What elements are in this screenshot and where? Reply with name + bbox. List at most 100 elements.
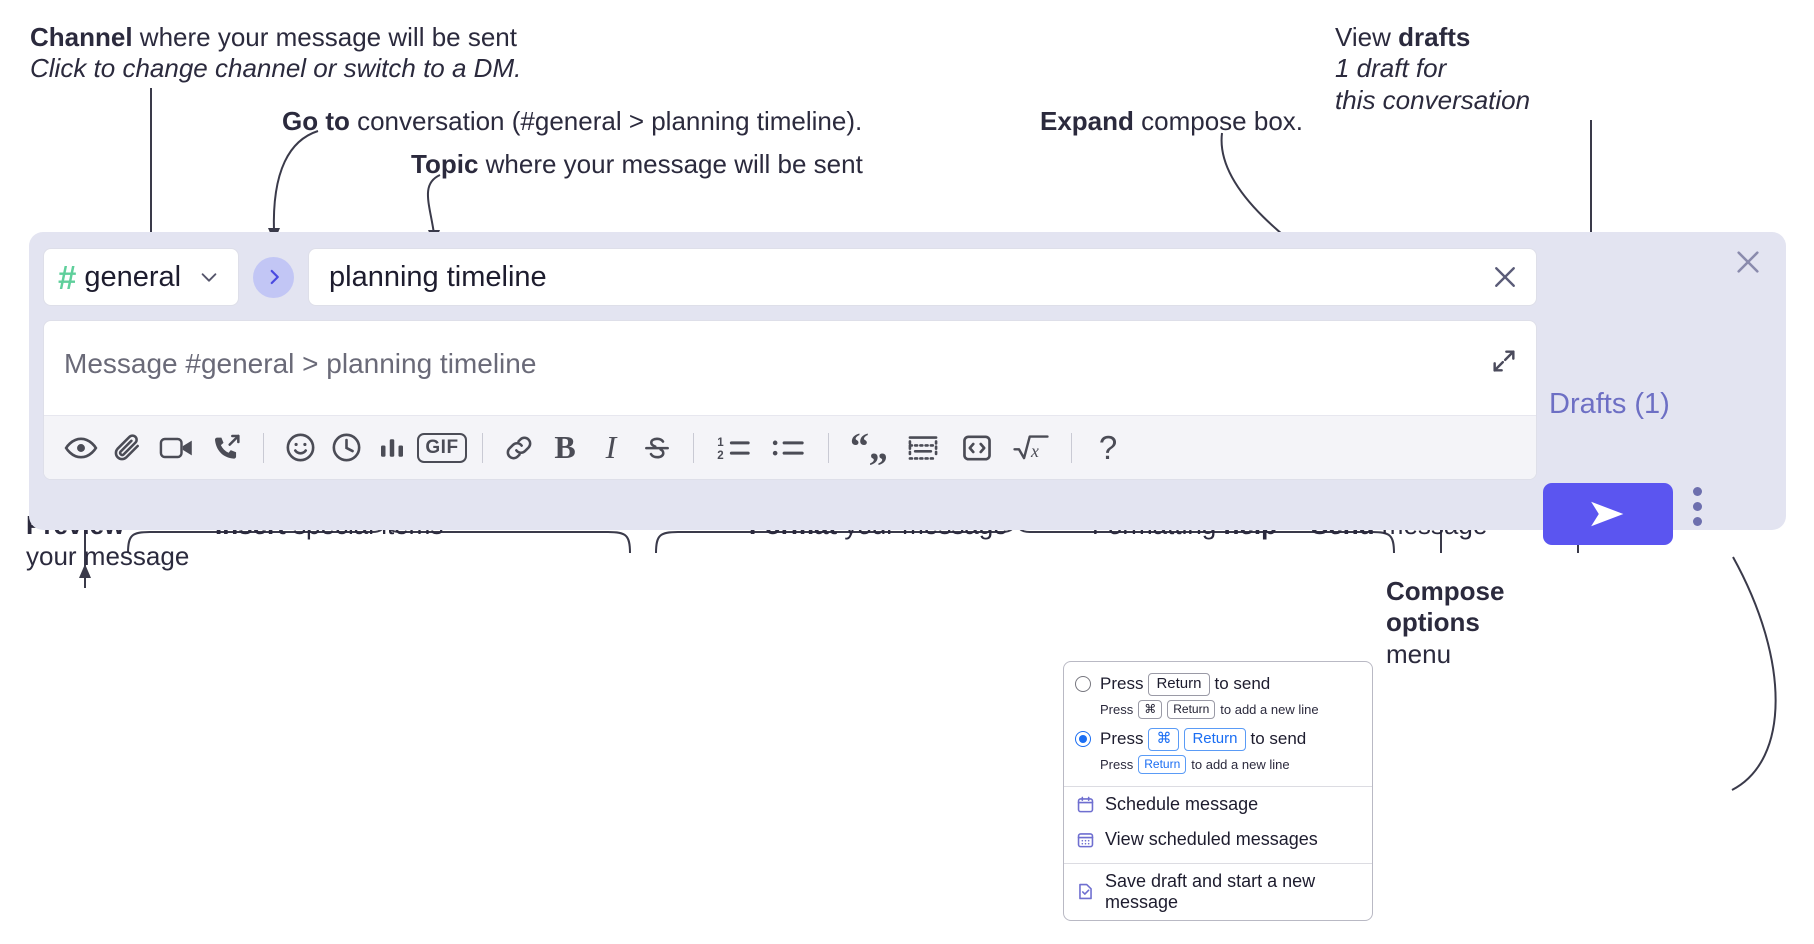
toolbar-divider xyxy=(263,432,264,463)
toolbar-divider xyxy=(482,432,483,463)
option1-post: to send xyxy=(1214,674,1271,694)
annotation-topic-bold: Topic xyxy=(411,149,479,179)
menu-divider xyxy=(1064,862,1372,864)
menu-item-save-draft[interactable]: Save draft and start a new message xyxy=(1064,864,1372,920)
toolbar-divider xyxy=(828,432,829,463)
radio-selected[interactable] xyxy=(1075,731,1091,748)
video-icon[interactable] xyxy=(150,425,204,471)
option2-sub-pre: Press xyxy=(1100,756,1134,772)
option2-sub-post: to add a new line xyxy=(1191,756,1290,772)
link-icon[interactable] xyxy=(496,425,542,471)
kebab-dot xyxy=(1693,517,1702,526)
poll-icon[interactable] xyxy=(369,425,415,471)
option1-sub-post: to add a new line xyxy=(1220,701,1319,717)
annotation-compose-options: Compose options menu xyxy=(1386,576,1504,670)
annotation-channel-rest: where your message will be sent xyxy=(132,22,517,52)
close-icon[interactable] xyxy=(1732,246,1764,283)
topic-input[interactable]: planning timeline xyxy=(308,248,1537,306)
annotation-expand-bold: Expand xyxy=(1040,106,1134,136)
annotation-drafts: View drafts 1 draft for this conversatio… xyxy=(1335,22,1530,116)
channel-name: general xyxy=(84,260,182,293)
key-command: ⌘ xyxy=(1138,699,1163,719)
chevron-down-icon xyxy=(198,266,220,288)
annotation-channel-bold: Channel xyxy=(30,22,133,52)
topic-value: planning timeline xyxy=(329,260,547,293)
emoji-icon[interactable] xyxy=(277,425,323,471)
compose-options-menu: Press Return to send Press ⌘ Return to a… xyxy=(1063,661,1373,921)
bold-icon[interactable]: B xyxy=(542,425,588,471)
menu-item-label: Save draft and start a new message xyxy=(1105,870,1316,912)
menu-divider xyxy=(1064,785,1372,787)
code-icon[interactable] xyxy=(950,425,1004,471)
key-return: Return xyxy=(1184,727,1246,751)
call-forward-icon[interactable] xyxy=(204,425,250,471)
math-icon[interactable]: x xyxy=(1004,425,1058,471)
expand-icon[interactable] xyxy=(1490,347,1518,380)
key-return: Return xyxy=(1138,754,1187,774)
clear-icon[interactable] xyxy=(1490,262,1520,292)
annotation-expand-rest: compose box. xyxy=(1133,106,1304,136)
option1-pre: Press xyxy=(1100,674,1144,694)
annotation-drafts-italic1: 1 draft for xyxy=(1335,53,1447,84)
annotation-goto: Go to conversation (#general > planning … xyxy=(282,106,862,137)
bold-label: B xyxy=(554,429,576,465)
compose-options-button[interactable] xyxy=(1693,487,1702,526)
italic-label: I xyxy=(605,429,617,465)
clock-icon[interactable] xyxy=(323,425,369,471)
send-option-return-label: Press Return to send xyxy=(1100,673,1270,696)
channel-selector[interactable]: # general xyxy=(43,248,239,306)
calendar-grid-icon xyxy=(1077,832,1094,847)
radio-unselected[interactable] xyxy=(1075,676,1091,693)
italic-icon[interactable]: I xyxy=(588,425,634,471)
send-option-cmd-return-label: Press ⌘ Return to send xyxy=(1100,727,1306,751)
hash-icon: # xyxy=(58,258,76,296)
annotation-drafts-italic2: this conversation xyxy=(1335,84,1531,115)
message-input-area[interactable]: Message #general > planning timeline xyxy=(43,320,1537,480)
option2-pre: Press xyxy=(1100,729,1144,749)
send-icon xyxy=(1591,501,1624,527)
kebab-dot xyxy=(1693,502,1702,511)
toolbar-divider xyxy=(1071,432,1072,463)
menu-item-label: Schedule message xyxy=(1105,793,1259,814)
annotation-drafts-plain: View xyxy=(1335,22,1399,52)
go-to-conversation-button[interactable] xyxy=(253,256,294,298)
key-return: Return xyxy=(1167,699,1216,719)
annotation-channel: Channel where your message will be sent … xyxy=(30,22,521,85)
annotation-expand: Expand compose box. xyxy=(1040,106,1303,137)
svg-text:1: 1 xyxy=(717,437,724,449)
menu-item-view-scheduled-messages[interactable]: View scheduled messages xyxy=(1064,822,1372,857)
annotation-compose-options-bold2: options xyxy=(1386,607,1480,638)
annotation-topic: Topic where your message will be sent xyxy=(411,149,863,180)
send-option-return[interactable]: Press Return to send xyxy=(1064,670,1372,696)
annotation-topic-rest: where your message will be sent xyxy=(478,149,863,179)
preview-icon[interactable] xyxy=(58,425,104,471)
toolbar-divider xyxy=(693,432,694,463)
drafts-link[interactable]: Drafts (1) xyxy=(1549,388,1670,420)
menu-item-label: View scheduled messages xyxy=(1105,828,1318,849)
compose-header-row: # general planning timeline xyxy=(43,246,1537,308)
bulleted-list-icon[interactable] xyxy=(761,425,815,471)
send-button[interactable] xyxy=(1543,483,1673,545)
send-option-return-sub: Press ⌘ Return to add a new line xyxy=(1064,696,1372,725)
ordered-list-icon[interactable]: 1 2 xyxy=(707,425,761,471)
annotation-preview-rest: your message xyxy=(26,541,190,572)
gif-icon[interactable]: GIF xyxy=(415,425,469,471)
attachment-icon[interactable] xyxy=(104,425,150,471)
send-option-cmd-return-sub: Press Return to add a new line xyxy=(1064,751,1372,780)
send-option-cmd-return[interactable]: Press ⌘ Return to send xyxy=(1064,725,1372,751)
annotation-goto-bold: Go to xyxy=(282,106,350,136)
compose-main-column: # general planning timeline M xyxy=(43,246,1537,480)
blockquote-icon[interactable]: “„ xyxy=(842,425,896,471)
help-icon[interactable]: ? xyxy=(1085,425,1131,471)
save-draft-icon xyxy=(1079,883,1092,900)
menu-item-schedule-message[interactable]: Schedule message xyxy=(1064,787,1372,822)
gif-label: GIF xyxy=(417,432,467,463)
formatting-toolbar: GIF B I xyxy=(44,415,1536,479)
compose-box: # general planning timeline M xyxy=(29,232,1786,545)
strikethrough-icon[interactable] xyxy=(634,425,680,471)
annotation-compose-options-rest: menu xyxy=(1386,638,1452,669)
annotation-compose-options-bold1: Compose xyxy=(1386,576,1505,606)
code-block-icon[interactable] xyxy=(896,425,950,471)
message-placeholder: Message #general > planning timeline xyxy=(64,348,537,379)
